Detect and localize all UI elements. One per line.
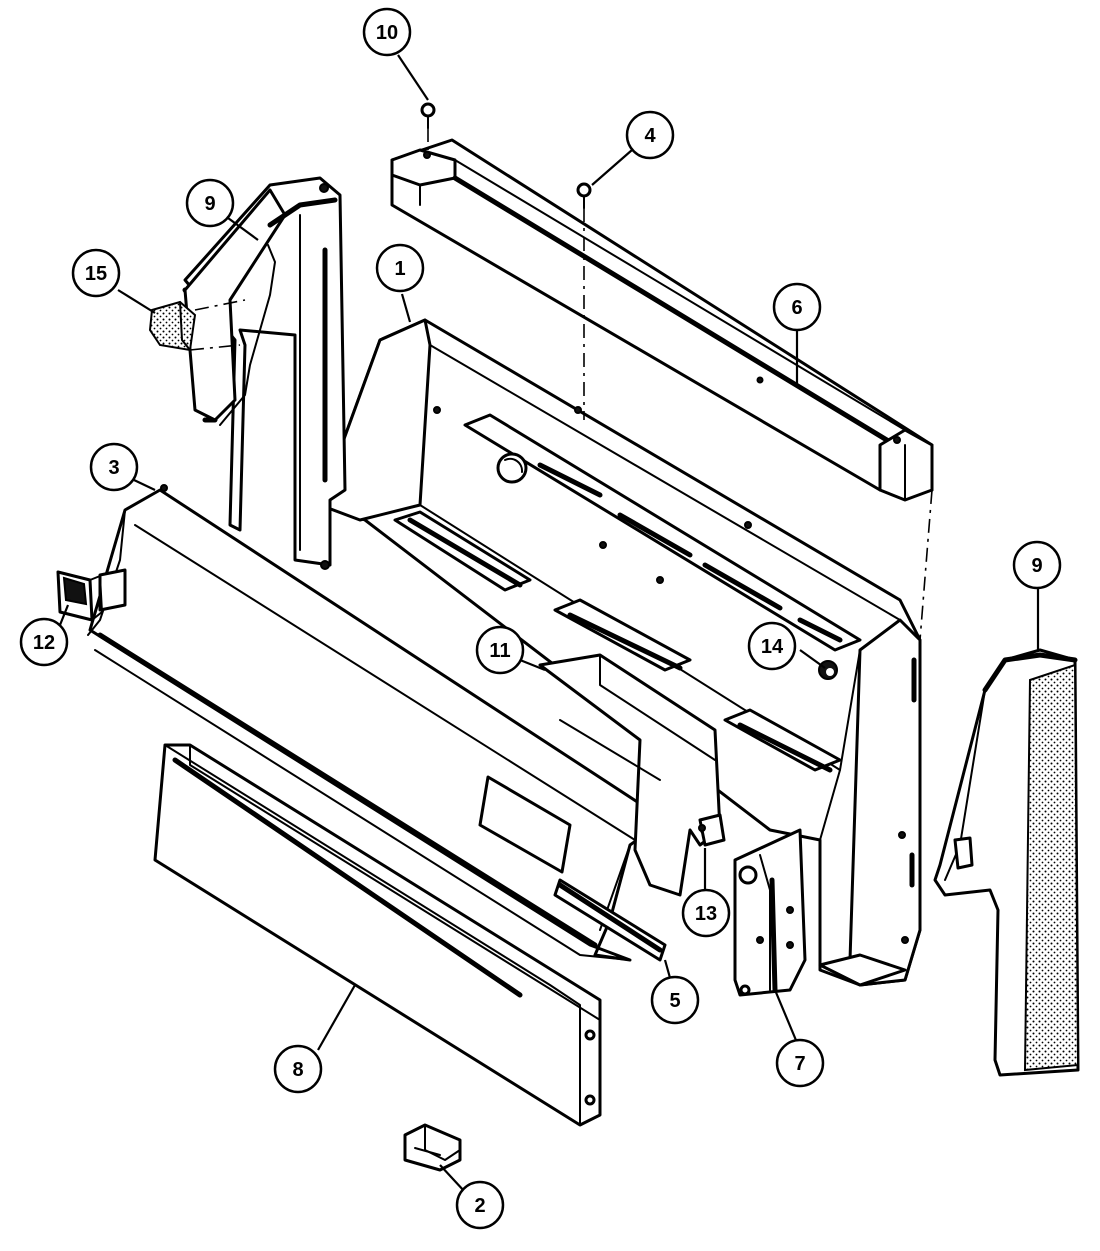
bracket-part [538, 653, 726, 897]
callout-label: 7 [794, 1053, 805, 1075]
callout-label: 11 [489, 640, 510, 662]
callout-13: 13 [681, 888, 731, 938]
callout-label: 5 [669, 990, 680, 1012]
callout-8: 8 [273, 1044, 323, 1094]
screw-top-part [420, 102, 436, 129]
trim-strip [553, 878, 667, 962]
callout-label: 9 [1031, 555, 1042, 577]
leader-lines [58, 54, 1040, 1193]
side-bracket-part [733, 828, 807, 997]
clip-part [148, 299, 246, 352]
callout-label: 15 [85, 263, 107, 285]
callout-2: 2 [455, 1180, 505, 1230]
callout-14: 14 [747, 621, 797, 671]
callout-10: 10 [362, 7, 412, 57]
callout-15: 15 [71, 248, 121, 298]
callout-4: 4 [625, 110, 675, 160]
callout-11: 11 [475, 625, 525, 675]
callout-1: 1 [375, 243, 425, 293]
backguard-frame [318, 318, 922, 987]
end-cap-left [182, 176, 347, 570]
clip-bottom-part [403, 1123, 462, 1172]
grommet-part [826, 668, 834, 676]
callout-9-left: 9 [185, 178, 235, 228]
callout-12: 12 [19, 617, 69, 667]
lower-panel [153, 743, 602, 1127]
callout-label: 14 [761, 636, 784, 658]
callout-9-right: 9 [1012, 540, 1062, 590]
screw-part [576, 182, 592, 209]
callout-3: 3 [89, 442, 139, 492]
assembly-line [919, 489, 933, 641]
callout-label: 12 [33, 632, 55, 654]
callout-label: 2 [474, 1195, 485, 1217]
callout-label: 10 [376, 22, 398, 44]
callout-5: 5 [650, 975, 700, 1025]
end-cap-right [933, 648, 1080, 1077]
callout-6: 6 [772, 282, 822, 332]
callout-label: 13 [695, 903, 717, 925]
callout-label: 9 [204, 193, 215, 215]
mount-part [698, 824, 706, 832]
top-rail [390, 138, 934, 502]
callout-label: 4 [644, 125, 656, 147]
callout-label: 3 [108, 457, 119, 479]
control-panel [87, 484, 667, 962]
callout-label: 6 [791, 297, 802, 319]
callout-7: 7 [775, 1038, 825, 1088]
callout-label: 8 [292, 1059, 303, 1081]
callout-label: 1 [394, 258, 405, 280]
